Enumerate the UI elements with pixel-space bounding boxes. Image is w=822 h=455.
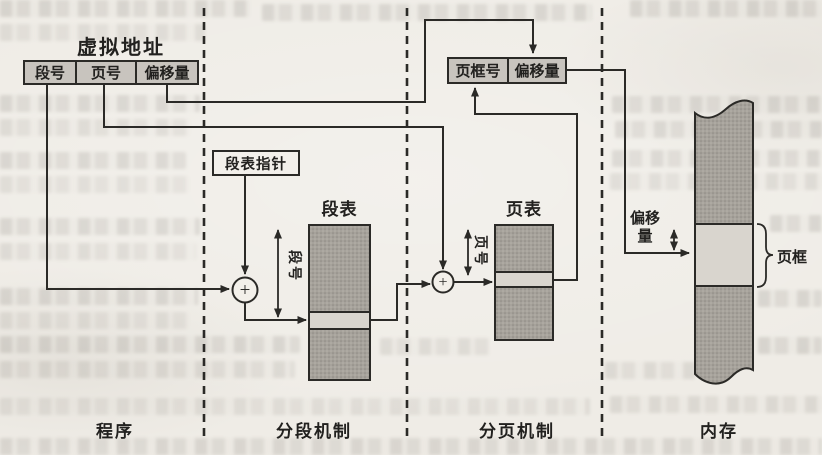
segment-table-selected-row	[308, 311, 371, 330]
segment-table	[308, 224, 371, 381]
segment-table-pointer-box: 段表指针	[212, 150, 300, 176]
memory-page-frame-band	[696, 224, 752, 286]
lane-memory: 内存	[700, 422, 738, 441]
segment-table-title: 段表	[321, 200, 358, 219]
memory-offset-label: 偏移量	[629, 211, 660, 245]
physical-address-frame-field: 页框号	[449, 59, 509, 82]
page-table-title: 页表	[506, 200, 542, 219]
segment-table-output-wire	[370, 280, 431, 321]
virtual-address-page-field: 页号	[77, 62, 137, 83]
physical-address-offset-field: 偏移量	[514, 64, 560, 80]
memory-column	[694, 99, 754, 385]
segment-index-label: 段号	[286, 250, 301, 282]
page-table-selected-row	[494, 271, 554, 288]
physical-address-to-memory-wire	[566, 69, 690, 257]
page-number-wire	[103, 84, 447, 270]
virtual-address-segment-field: 段号	[25, 62, 77, 83]
page-index-label: 页号	[472, 235, 487, 267]
lane-segmentation: 分段机制	[276, 422, 352, 441]
virtual-address-offset-field: 偏移量	[144, 66, 190, 82]
page-frame-label: 页框	[777, 250, 808, 266]
lane-program: 程序	[96, 422, 134, 441]
virtual-address-title: 虚拟地址	[77, 37, 165, 59]
page-adder-symbol: +	[438, 274, 447, 291]
segment-number-wire	[46, 84, 230, 293]
segment-adder-output-wire	[244, 302, 307, 324]
virtual-address-box: 段号 页号 偏移量	[23, 60, 199, 85]
page-adder: +	[431, 270, 455, 294]
offset-bypass-wire	[166, 19, 537, 103]
segment-adder-symbol: +	[240, 280, 251, 301]
physical-address-box: 页框号 偏移量	[447, 57, 567, 84]
page-table	[494, 224, 554, 341]
page-table-output-wire	[471, 87, 578, 281]
lane-paging: 分页机制	[479, 422, 555, 441]
segment-adder: +	[231, 276, 259, 304]
page-frame-brace	[756, 223, 774, 288]
